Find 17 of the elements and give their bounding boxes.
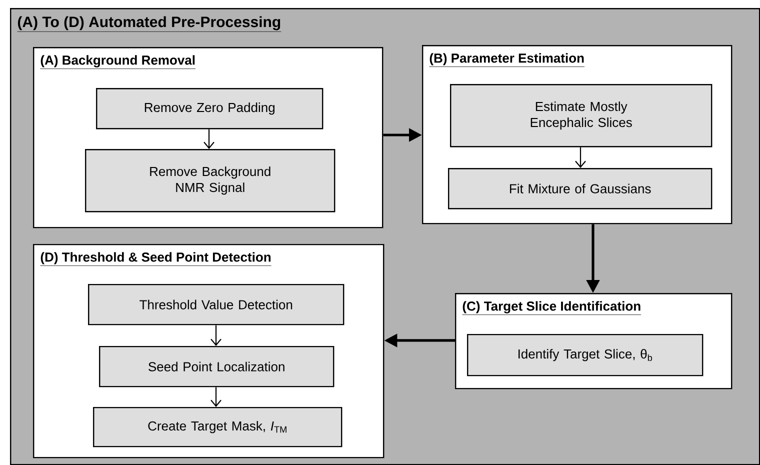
process-box: Fit Mixture of Gaussians	[448, 168, 712, 210]
heading: (D) Threshold & Seed Point Detection	[40, 252, 272, 266]
heading: (C) Target Slice Identification	[462, 301, 642, 315]
process-box: Create Target Mask, I$_{TM}$	[93, 406, 342, 448]
process-box: Remove Background NMR Signal	[85, 149, 336, 212]
heading: (B) Parameter Estimation	[429, 53, 585, 67]
process-box: Threshold Value Detection	[88, 284, 344, 326]
process-box: Identify Target Slice, θ$_{b}$	[467, 334, 704, 376]
arrow	[204, 129, 214, 149]
process-box: Seed Point Localization	[99, 346, 334, 388]
arrow	[210, 325, 222, 346]
arrow	[210, 387, 222, 407]
arrow	[575, 147, 586, 168]
heading: (A) To (D) Automated Pre-Processing	[17, 16, 282, 32]
process-box: Remove Zero Padding	[96, 88, 324, 130]
process-box: Estimate Mostly Encephalic Slices	[450, 84, 712, 148]
heading: (A) Background Removal	[40, 55, 196, 69]
